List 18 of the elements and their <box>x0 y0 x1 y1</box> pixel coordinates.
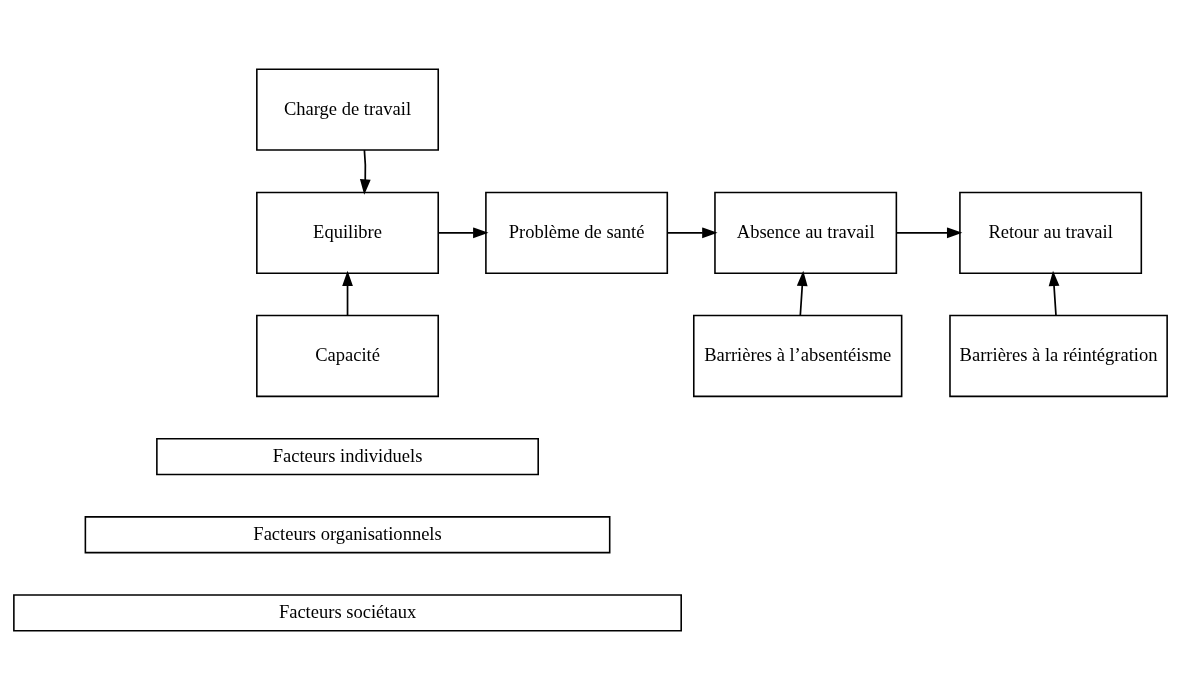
node-box: Barrières à l’absentéisme <box>693 314 903 398</box>
arrow <box>437 227 489 239</box>
node-box: Charge de travail <box>256 68 440 151</box>
node-box: Facteurs sociétaux <box>13 594 682 632</box>
arrow <box>666 227 718 239</box>
node-box: Retour au travail <box>959 191 1143 274</box>
arrow <box>895 227 963 239</box>
arrow <box>342 270 353 317</box>
node-box: Problème de santé <box>485 191 669 274</box>
node-box: Facteurs individuels <box>156 437 539 476</box>
arrow <box>1048 270 1060 317</box>
node-box: Equilibre <box>256 191 440 274</box>
arrow <box>359 149 371 195</box>
node-box: Capacité <box>256 314 440 398</box>
arrow <box>796 270 808 317</box>
node-box: Absence au travail <box>714 191 898 274</box>
node-box: Barrières à la réintégration <box>949 314 1168 398</box>
node-box: Facteurs organisationnels <box>84 516 611 554</box>
